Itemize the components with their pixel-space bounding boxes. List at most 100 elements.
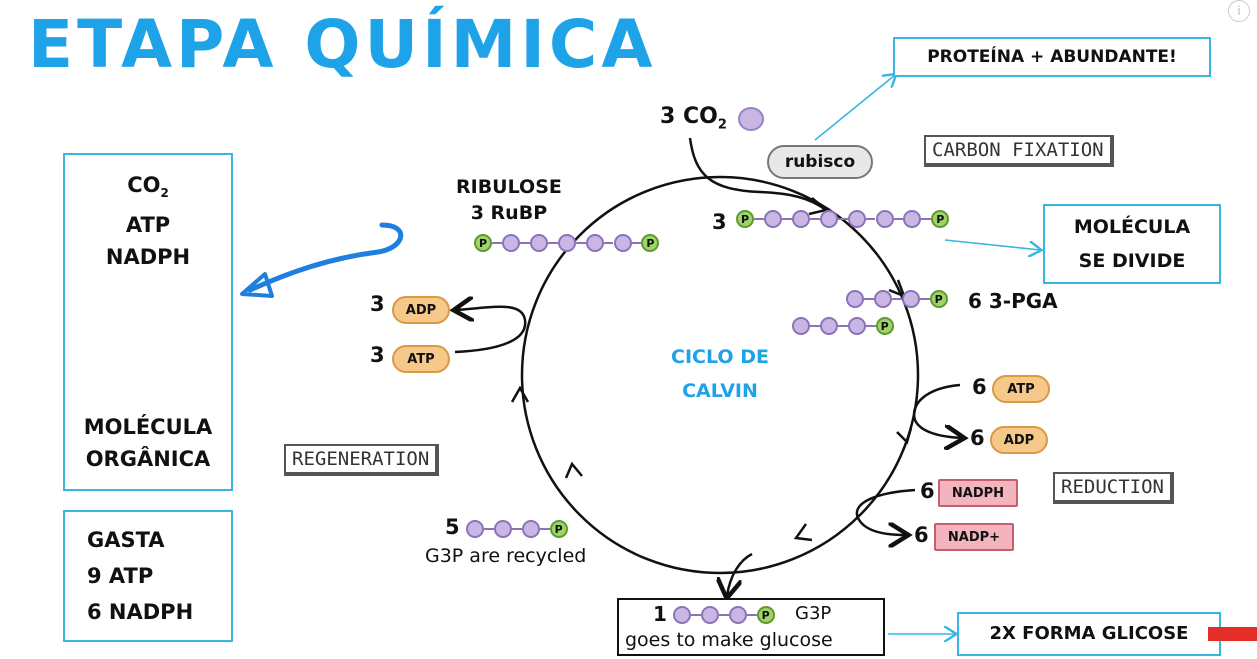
spend-line-3: 6 NADPH xyxy=(87,600,194,624)
cycle-label-line-2: CALVIN xyxy=(682,380,758,402)
bond xyxy=(921,218,932,220)
nadp-count: 6 xyxy=(914,523,929,547)
info-icon[interactable]: i xyxy=(1228,0,1250,22)
carbon-atom xyxy=(763,210,782,228)
six-carbon-count: 3 xyxy=(712,210,727,234)
divide-box: MOLÉCULA SE DIVIDE xyxy=(1043,204,1221,284)
carbon-atom xyxy=(529,234,548,252)
bond xyxy=(603,242,614,244)
co2-molecule xyxy=(738,107,764,131)
g3p-out-caption: goes to make glucose xyxy=(625,629,833,651)
right-adp-pill: ADP xyxy=(990,426,1048,454)
spend-box: GASTA 9 ATP 6 NADPH xyxy=(63,510,233,642)
left-atp-count: 3 xyxy=(370,343,385,367)
glucose-box: 2X FORMA GLICOSE xyxy=(957,612,1221,656)
result-line-2: ORGÂNICA xyxy=(85,447,211,471)
result-line-1: MOLÉCULA xyxy=(83,415,213,439)
carbon-atom xyxy=(585,234,604,252)
bond xyxy=(891,298,902,300)
carbon-atom xyxy=(673,606,691,624)
phosphate-group: P xyxy=(474,234,492,252)
carbon-atom xyxy=(557,234,576,252)
stage-carbon-fixation: CARBON FIXATION xyxy=(924,135,1114,167)
right-atp-pill: ATP xyxy=(992,375,1050,403)
bond xyxy=(631,242,642,244)
phosphate-group: P xyxy=(736,210,754,228)
bond xyxy=(810,325,820,327)
bond xyxy=(547,242,558,244)
input-atp: ATP xyxy=(125,213,171,238)
carbon-atom xyxy=(903,210,922,228)
phosphate-group: P xyxy=(756,606,775,624)
rubisco-enzyme: rubisco xyxy=(767,145,873,179)
spend-line-2: 9 ATP xyxy=(87,564,154,588)
input-co2: CO2 xyxy=(127,173,169,201)
phosphate-group: P xyxy=(929,290,948,308)
calvin-cycle-ring xyxy=(520,175,920,575)
bond xyxy=(864,298,874,300)
nadph-count: 6 xyxy=(920,479,935,503)
phosphate-group: P xyxy=(931,210,950,228)
inputs-box: CO2 ATP NADPH MOLÉCULA ORGÂNICA xyxy=(63,153,233,491)
cycle-label: CICLO DE CALVIN xyxy=(620,340,820,408)
carbon-atom xyxy=(501,234,520,252)
stage-regeneration: REGENERATION xyxy=(284,444,440,476)
carbon-atom xyxy=(847,317,866,335)
bond xyxy=(865,325,876,327)
page-title: ETAPA QUÍMICA xyxy=(28,6,657,83)
protein-box: PROTEÍNA + ABUNDANTE! xyxy=(893,37,1211,77)
bond xyxy=(865,218,876,220)
ribulose-label: RIBULOSE 3 RuBP xyxy=(456,176,562,224)
carbon-atom xyxy=(875,210,894,228)
bond xyxy=(492,242,502,244)
carbon-atom xyxy=(466,520,484,538)
carbon-atom xyxy=(873,290,892,308)
stage-reduction: REDUCTION xyxy=(1053,472,1174,504)
carbon-atom xyxy=(846,290,864,308)
bond xyxy=(484,528,494,530)
pga-label: 6 3-PGA xyxy=(968,289,1058,313)
right-adp-count: 6 xyxy=(970,426,985,450)
bond xyxy=(809,218,820,220)
bond xyxy=(754,218,764,220)
bond xyxy=(511,528,522,530)
bond xyxy=(746,614,757,616)
right-atp-count: 6 xyxy=(972,375,987,399)
co2-input-label: 3 CO2 xyxy=(660,104,727,133)
left-adp-count: 3 xyxy=(370,292,385,316)
carbon-atom xyxy=(791,210,810,228)
protein-text: PROTEÍNA + ABUNDANTE! xyxy=(927,47,1177,67)
left-adp-pill: ADP xyxy=(392,296,450,324)
bond xyxy=(691,614,701,616)
bond xyxy=(575,242,586,244)
divide-line-1: MOLÉCULA xyxy=(1073,216,1191,238)
glucose-text: 2X FORMA GLICOSE xyxy=(989,623,1189,644)
spend-line-1: GASTA xyxy=(87,528,165,552)
phosphate-group: P xyxy=(641,234,660,252)
carbon-atom xyxy=(521,520,540,538)
carbon-atom xyxy=(819,317,838,335)
bond xyxy=(837,325,848,327)
bond xyxy=(519,242,530,244)
bond xyxy=(837,218,848,220)
bond xyxy=(919,298,930,300)
cycle-label-line-1: CICLO DE xyxy=(671,346,769,368)
phosphate-group: P xyxy=(549,520,568,538)
phosphate-group: P xyxy=(875,317,894,335)
divide-line-2: SE DIVIDE xyxy=(1078,250,1186,272)
carbon-atom xyxy=(700,606,719,624)
carbon-atom xyxy=(847,210,866,228)
bond xyxy=(893,218,904,220)
bond xyxy=(781,218,792,220)
nadp-pill: NADP+ xyxy=(934,523,1014,551)
bond xyxy=(539,528,550,530)
g3p-out-label: G3P xyxy=(795,603,832,624)
g3p-output-box: 1 P G3P goes to make glucose xyxy=(617,598,885,656)
subscribe-badge[interactable] xyxy=(1208,627,1257,641)
carbon-atom xyxy=(792,317,810,335)
nadph-pill: NADPH xyxy=(938,479,1018,507)
g3p-recycled-count: 5 xyxy=(445,515,460,539)
carbon-atom xyxy=(728,606,747,624)
input-nadph: NADPH xyxy=(105,245,191,270)
